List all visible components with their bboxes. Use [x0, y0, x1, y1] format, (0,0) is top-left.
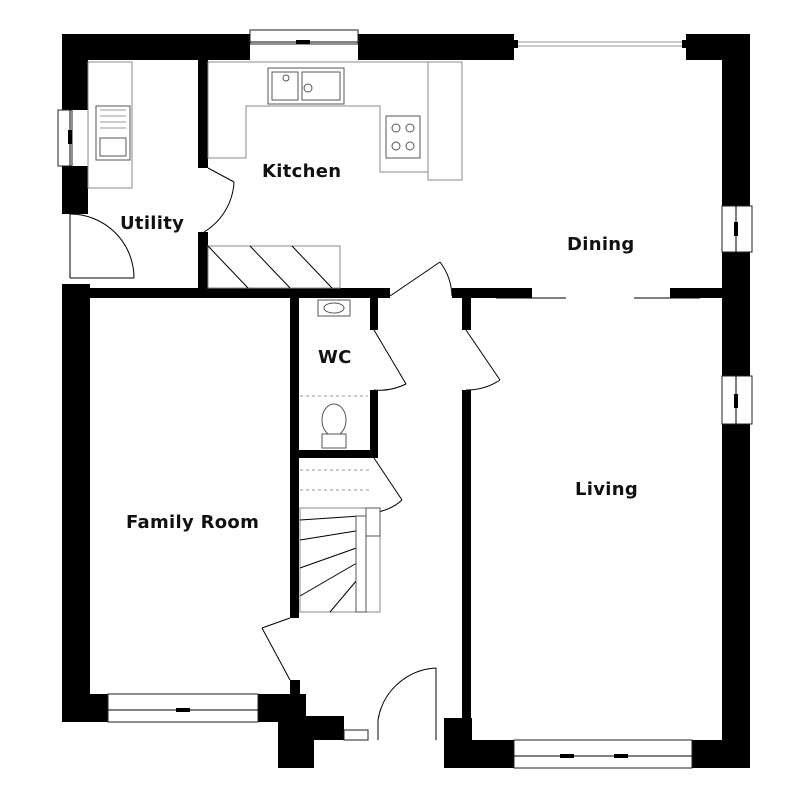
window-icon: [343, 729, 369, 741]
sink-icon: [317, 299, 351, 317]
windows: [57, 29, 753, 769]
window-icon: [721, 205, 753, 253]
window-icon: [514, 40, 686, 48]
internal-walls: [62, 60, 722, 724]
door-swing-icon: [389, 261, 453, 297]
sink-icon: [267, 67, 345, 105]
door-swing-icon: [373, 329, 407, 391]
room-label-living: Living: [575, 479, 639, 500]
room-label-dining: Dining: [567, 234, 635, 255]
hob-icon: [385, 115, 421, 159]
door-swing-icon: [203, 167, 235, 233]
stair-icon: [207, 245, 341, 289]
door-swing-icon: [261, 617, 291, 681]
room-label-wc: WC: [318, 347, 352, 368]
door-swing-icon: [373, 457, 403, 513]
window-icon: [107, 693, 259, 723]
kitchen-fittings: [87, 61, 463, 289]
sink-icon: [95, 105, 131, 161]
door-swing-icon: [69, 213, 135, 279]
stair-icon: [299, 469, 381, 613]
door-swing-icon: [465, 329, 501, 391]
room-label-kitchen: Kitchen: [262, 161, 342, 182]
outer-walls: [62, 34, 750, 768]
window-icon: [721, 375, 753, 425]
room-label-utility: Utility: [120, 213, 185, 234]
wc-fittings: [300, 299, 368, 449]
door-swing-icon: [377, 667, 437, 740]
window-icon: [249, 29, 359, 45]
toilet-icon: [300, 395, 368, 449]
window-icon: [513, 739, 693, 769]
window-icon: [57, 109, 73, 167]
room-label-family-room: Family Room: [126, 512, 260, 533]
